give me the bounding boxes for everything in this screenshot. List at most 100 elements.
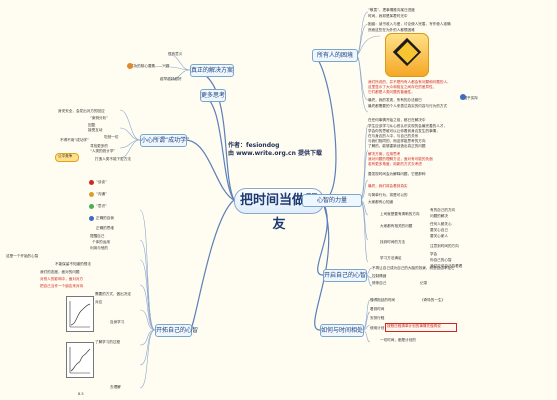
- bullet-icon: [89, 192, 94, 197]
- leaf-text: 任何人都关心: [430, 222, 452, 226]
- leaf-text: 越早越好越好: [160, 77, 182, 81]
- idea-icon: [55, 153, 79, 162]
- leaf-text: “谈谈”: [96, 180, 107, 184]
- leaf-text: 安排行程: [370, 316, 385, 320]
- branch-mind-power[interactable]: 心智的力量: [302, 194, 362, 207]
- leaf-text: “沟通”: [96, 192, 107, 196]
- leaf-text: 注意到时间的方向: [430, 244, 459, 248]
- leaf-text: 在与身边的人中，与自己的关系: [368, 134, 419, 138]
- leaf-text: 我们所说的，并不是所有人都会有问题和问题的人，: [368, 80, 451, 84]
- leaf-text: 使用计划: [370, 326, 385, 330]
- chart-x-label: 8.5: [78, 392, 84, 396]
- leaf-text: 学会: [430, 252, 438, 256]
- leaf-text: 公平竞争: [58, 154, 73, 158]
- branch-troubles[interactable]: 所有人的困境: [312, 49, 358, 62]
- leaf-text: 你自己的心智: [430, 258, 452, 262]
- leaf-text: 提醒自己: [90, 234, 105, 238]
- leaf-text: 修炼自己: [372, 281, 387, 285]
- pencil-icon: [127, 63, 133, 69]
- leaf-text: 接受互动: [88, 128, 103, 132]
- leaf-text: 与我们相同的，而这样能思考的方向: [368, 139, 426, 143]
- leaf-text: 身安安全，会发出对方的回应: [58, 109, 105, 113]
- branch-use-time[interactable]: 如何与时间相处: [320, 324, 364, 337]
- leaf-text: 对别人的影响中，面对对方: [40, 277, 84, 281]
- leaf-text: 这里显示了大众和相互之间存在的差异性，: [368, 85, 437, 89]
- leaf-text: 然而这些在为外的人都很困难: [368, 28, 415, 32]
- leaf-text: 正确的自我: [96, 216, 114, 220]
- branch-develop[interactable]: 开拓自己的心智: [155, 324, 198, 337]
- leaf-text: 最终都需要的个人来表达真实的内容与行为的方式: [368, 104, 448, 108]
- leaf-text: 成功的核心要素——兴趣: [130, 64, 170, 68]
- leaf-text: 它们都是人类问题的普遍性。: [368, 90, 415, 94]
- branch-more-thinking[interactable]: 更多思考: [200, 89, 226, 102]
- leaf-text: 回复: [88, 123, 96, 127]
- leaf-text: “敬畏”，把事情推向某日进度: [368, 8, 415, 12]
- leaf-text: 了解的，能够重新创造出真正的问题: [368, 144, 426, 148]
- leaf-text: 把自己当作一个朋友来对待: [40, 284, 84, 288]
- leaf-text: 有的自己的方向: [430, 208, 456, 212]
- leaf-text: 正确的思维: [96, 226, 114, 230]
- leaf-text: 问题的解决: [430, 214, 448, 218]
- leaf-text: “人类的统计学”: [90, 149, 116, 153]
- bullet-icon: [89, 204, 94, 209]
- leaf-text: 在任何事情开始之前，都已在解决中: [368, 118, 426, 122]
- leaf-text: 我视乎实际: [460, 96, 478, 100]
- leaf-text: 要发现时间会为解释问题，它是那种: [368, 172, 426, 176]
- leaf-text: 需要的方式，做出决定: [95, 292, 131, 296]
- bullet-icon: [89, 216, 94, 221]
- leaf-text: 控制情绪: [372, 274, 387, 278]
- leaf-text: 不得不用“成功学”: [60, 138, 89, 142]
- leaf-text: 《奇特的一生》: [420, 298, 446, 302]
- curve-plot: [69, 347, 91, 374]
- leaf-text: 与简单行为，将是可以的: [368, 193, 408, 197]
- leaf-text: 困惑：读书收入与爱，讨论使人完善，写作使人准确: [368, 22, 451, 26]
- leaf-text: 学习方法满足: [380, 256, 402, 260]
- curve-plot: [69, 301, 91, 328]
- leaf-text: 自身学习: [110, 320, 125, 324]
- branch-open-mind[interactable]: 开启自己的心智: [323, 269, 367, 282]
- leaf-text: 利用与他的: [90, 246, 108, 250]
- author-line-1: 作者：fesiondog: [228, 142, 280, 149]
- leaf-text: 学会你的思维可以让你看到身边发生的事情，: [368, 129, 440, 133]
- warning-sign-icon: [385, 33, 429, 77]
- leaf-text: 我们应该自己的看看: [430, 264, 463, 268]
- leaf-text: 我对问题的理解方法，面对有可能的负面: [368, 157, 433, 161]
- leaf-text: 最终，我们将会看到真实: [368, 184, 408, 188]
- leaf-text: 对应: [95, 300, 103, 304]
- leaf-text: 一切时间，都是计划的: [380, 338, 416, 342]
- author-line-2: 由 www.write.org.cn 提供下载: [228, 149, 322, 157]
- leaf-text: 打造人类不能下定方法: [95, 157, 131, 161]
- leaf-text: “案例分析”: [90, 116, 109, 120]
- leaf-text: 了解学习的过程: [95, 340, 121, 344]
- leaf-text: 时间，我却是挥霍时光中: [368, 14, 408, 18]
- author-info: 作者：fesiondog 由 www.write.org.cn 提供下载: [228, 142, 322, 157]
- leaf-text: 坦然一切: [104, 135, 119, 139]
- note-icon: [460, 94, 466, 100]
- leaf-text: 大家都有相关的问题: [380, 224, 413, 228]
- learning-curve-chart: [66, 342, 94, 378]
- leaf-text: 去理解: [110, 385, 121, 389]
- highlight-box: [385, 323, 457, 332]
- central-topic[interactable]: 把时间当做朋友: [234, 188, 324, 232]
- leaf-text: 不能保留不知道的想法: [55, 262, 91, 266]
- leaf-text: 要关心自己: [430, 228, 448, 232]
- leaf-text: 要关心家人: [430, 234, 448, 238]
- leaf-text: 上司就是要有清晰的方向: [380, 212, 420, 216]
- leaf-text: “意识”: [96, 204, 107, 208]
- branch-success[interactable]: 小心所谓“成功学”: [140, 134, 189, 147]
- leaf-text: 寻找更多的: [90, 144, 108, 148]
- bullet-icon: [89, 180, 94, 185]
- leaf-text: 记录: [420, 281, 428, 285]
- learning-curve-chart: [66, 296, 94, 332]
- leaf-text: 我们的态度，面对的问题: [40, 270, 80, 274]
- leaf-text: 个体的运用: [92, 240, 110, 244]
- leaf-text: 学生应该学习从心底认识实现的会最完善的人才，: [368, 124, 448, 128]
- leaf-text: 不再让自己成为自己的大脑的奴隶，而是自由掌控它: [372, 266, 455, 270]
- leaf-text: 很有意义: [168, 52, 183, 56]
- leaf-text: 解决方案，应用思考: [368, 152, 401, 156]
- leaf-text: 看到时间: [370, 307, 385, 311]
- leaf-text: 最终，我的发现，所有的办法都已: [368, 98, 422, 102]
- branch-solution[interactable]: 真正的解决方案: [190, 64, 234, 77]
- leaf-text: 若有更多角度，用新的方式去考虑: [368, 162, 422, 166]
